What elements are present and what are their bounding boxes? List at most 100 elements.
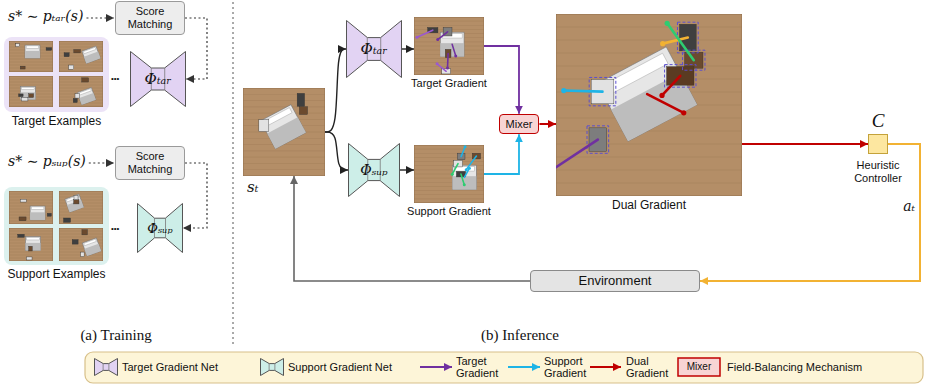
network-edge [103,363,104,370]
legend-arrow [508,366,540,368]
example-scene [59,41,103,72]
floor-plank [9,79,53,80]
network-shape [95,359,118,376]
furniture [259,120,269,132]
floor-plank [414,25,484,26]
floor-plank [9,82,53,83]
furniture [82,78,89,82]
node-label: sₜ [247,178,258,196]
floor-plank [59,79,103,80]
furniture [21,98,28,101]
furniture [20,199,26,202]
floor-plank [59,62,103,63]
floor [59,76,103,107]
floor-plank [414,62,484,63]
node-label: Score Matching [122,150,178,175]
floor-plank [9,85,53,86]
node-label: Environment [537,274,693,289]
gradient-tip [561,88,566,93]
furniture [73,98,77,102]
node-label: Support Examples [4,267,109,281]
connector [402,48,414,49]
furniture [74,195,78,199]
floor-plank [556,53,742,54]
floor-plank [556,157,742,158]
floor-plank [9,106,53,107]
furniture [19,217,26,221]
gradient-tip [451,173,454,176]
bed [20,86,35,99]
node-label: Φₛᵤₚ [147,221,172,236]
legend-text: Field-Balancing Mechanism [727,361,862,373]
floor-plank [414,198,484,199]
gradient-arrow [466,156,476,170]
floor [59,41,103,72]
gradient-arrow [461,147,465,157]
ellipsis: ••• [111,74,119,83]
connector [294,176,530,281]
loss-box: Score Matching [115,1,185,34]
floor-plank [9,234,53,235]
floor-plank [556,170,742,171]
connector [400,169,414,170]
furniture [46,48,52,51]
connector [484,134,519,174]
floor [59,228,103,261]
bed [26,237,41,251]
floor [59,191,103,224]
furniture [299,107,307,115]
network-edge [164,68,165,90]
floor-plank [59,82,103,83]
floor-plank [9,200,53,201]
node-label: Φₜₐᵣ [145,70,172,88]
furniture [47,213,51,216]
legend-arrow [590,366,621,368]
floor-plank [9,252,53,253]
floor [243,88,325,176]
floor-plank [59,194,103,195]
floor-plank [243,94,325,95]
gradient-arrow [464,168,469,177]
panel-caption: (b) Inference [481,327,559,344]
node-label: Dual Gradient [612,198,686,212]
sampling-leader [89,162,114,163]
floor [414,145,484,203]
network-edge [151,68,152,90]
floor-plank [243,163,325,164]
gradient-tip [463,183,466,186]
floor-plank [59,71,103,72]
furniture [69,65,74,69]
furniture [74,50,81,53]
gradient-tip [454,54,457,57]
node-label: Support Gradient [407,205,491,217]
sample-notation: s* ∼ pₜₐᵣ(s) [8,8,83,24]
node-label: Target Gradient [411,77,487,89]
ellipsis: ••• [111,224,119,233]
node-label: Φₛᵤₚ [360,162,387,178]
network-edge [367,37,368,60]
gradient-tip [464,145,467,148]
floor-plank [59,234,103,235]
network-shape [131,52,186,107]
floor-plank [414,190,484,191]
floor-plank [9,231,53,232]
network-shape [261,359,284,376]
gradient-arrow [647,94,684,113]
floor-plank [414,149,484,150]
gradient-arrow [663,38,688,44]
gradient-tip [659,93,664,98]
example-thumbnails [4,187,109,265]
node-label: Score Matching [122,5,178,30]
floor-plank [59,44,103,45]
network-edge [165,218,166,238]
gradient-tip [436,38,439,41]
floor-plank [59,231,103,232]
node-label: Φₜₐᵣ [361,40,388,58]
bed [82,238,101,256]
gradient-image: Dual Gradient [556,14,742,196]
network-icon: Φₜₐᵣ [130,51,186,107]
floor-plank [556,183,742,184]
floor-plank [9,65,53,66]
gradient-tip [415,36,418,39]
furniture [75,94,80,99]
